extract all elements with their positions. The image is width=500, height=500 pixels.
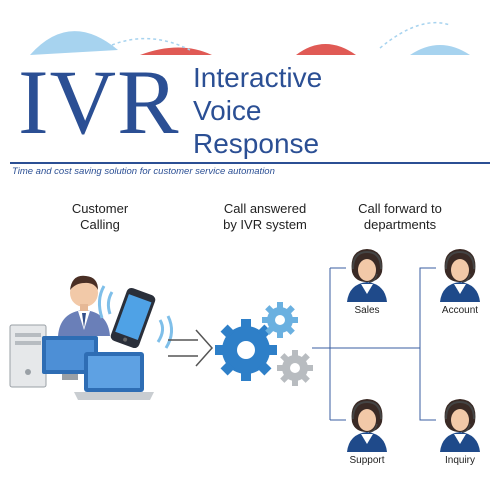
operator-icon bbox=[347, 249, 480, 452]
step-label-line: by IVR system bbox=[223, 217, 307, 232]
step-label-call-forward: Call forward to departments bbox=[335, 201, 465, 233]
title-line-voice: Voice bbox=[193, 95, 262, 126]
header-divider bbox=[10, 162, 490, 164]
ivr-logo-text: IVR bbox=[18, 51, 180, 153]
deco-dashed-arc-left bbox=[111, 37, 191, 51]
gears-icon bbox=[215, 302, 313, 386]
deco-blue-dome-right bbox=[410, 45, 470, 55]
arrow-icon bbox=[168, 329, 214, 367]
department-label-account: Account bbox=[441, 305, 479, 316]
department-label-inquiry: Inquiry bbox=[444, 455, 475, 466]
step-label-line: Calling bbox=[80, 217, 120, 232]
title-line-response: Response bbox=[193, 128, 320, 159]
decorative-header-shapes bbox=[30, 21, 470, 55]
computer-icon bbox=[9, 324, 154, 400]
step-label-customer-calling: Customer Calling bbox=[50, 201, 150, 233]
step-label-line: Customer bbox=[71, 201, 129, 216]
deco-red-dome-left bbox=[140, 47, 212, 55]
step-label-line: departments bbox=[363, 217, 437, 232]
tagline: Time and cost saving solution for custom… bbox=[12, 166, 275, 177]
routing-lines bbox=[312, 267, 436, 421]
customer-icon bbox=[58, 275, 110, 336]
smartphone-icon bbox=[97, 285, 173, 349]
department-label-support: Support bbox=[349, 455, 385, 466]
step-label-ivr-answer: Call answered by IVR system bbox=[200, 201, 330, 233]
step-label-line: Call forward to bbox=[358, 201, 442, 216]
step-label-line: Call answered bbox=[223, 201, 307, 216]
deco-dashed-arc-right bbox=[379, 21, 451, 49]
deco-blue-dome-left bbox=[30, 31, 118, 55]
title-line-interactive: Interactive bbox=[193, 62, 323, 93]
deco-red-dome-right bbox=[296, 44, 356, 55]
department-label-sales: Sales bbox=[354, 305, 380, 316]
